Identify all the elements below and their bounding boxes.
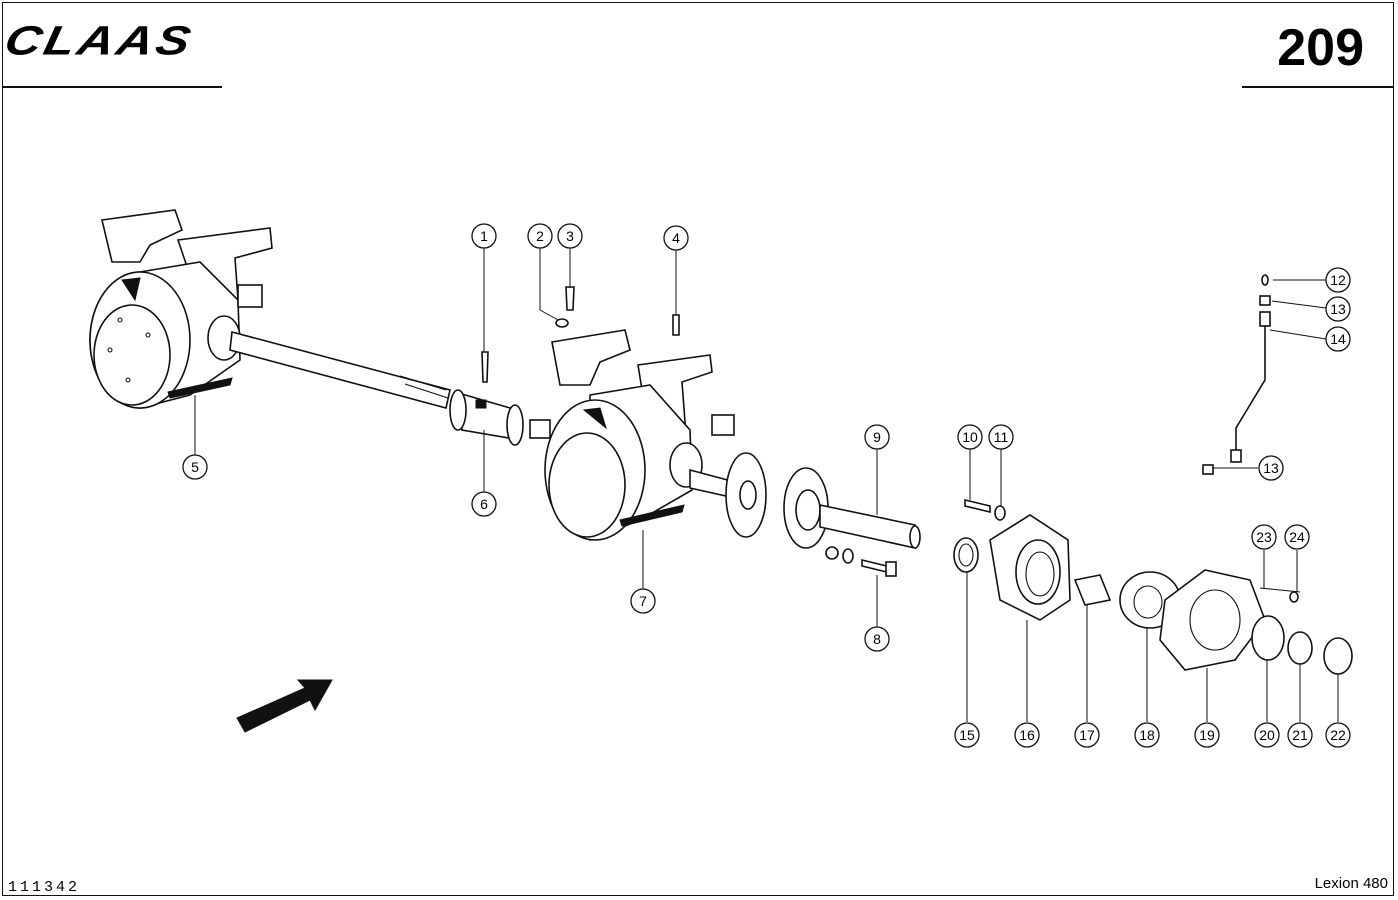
callout-15: 15 (954, 722, 980, 748)
svg-text:5: 5 (191, 459, 199, 475)
callout-17: 17 (1074, 722, 1100, 748)
svg-text:13: 13 (1263, 460, 1279, 476)
part-17-sleeve (1073, 574, 1112, 606)
svg-text:3: 3 (566, 228, 574, 244)
part-4-pin (672, 314, 680, 336)
svg-text:12: 12 (1330, 272, 1346, 288)
leader-lines (194, 248, 1339, 722)
page-number: 209 (1277, 19, 1364, 77)
part-7-gearbox (529, 329, 735, 542)
svg-text:17: 17 (1079, 727, 1095, 743)
header-rule-right (1242, 86, 1394, 88)
part-10-11-bolt-washer (964, 498, 1006, 521)
part-22-nut (1323, 637, 1353, 675)
part-9-shaft-flange (689, 452, 921, 549)
part-8-bolt (825, 546, 897, 577)
part-19-cover (1159, 569, 1266, 671)
part-14-pipe (1202, 274, 1271, 475)
svg-text:15: 15 (959, 727, 975, 743)
part-6-coupling (449, 389, 524, 446)
part-5-gearbox (89, 209, 273, 410)
callout-2: 2 (527, 223, 553, 249)
svg-text:6: 6 (480, 496, 488, 512)
svg-text:11: 11 (994, 429, 1009, 445)
svg-text:22: 22 (1330, 727, 1346, 743)
svg-text:14: 14 (1330, 331, 1346, 347)
svg-text:13: 13 (1330, 301, 1346, 317)
callout-12: 12 (1325, 267, 1351, 293)
svg-text:18: 18 (1139, 727, 1155, 743)
callout-22: 22 (1325, 722, 1351, 748)
svg-text:4: 4 (672, 230, 680, 246)
callout-13-bottom: 13 (1258, 455, 1284, 481)
callout-1: 1 (471, 223, 497, 249)
callout-16: 16 (1014, 722, 1040, 748)
callout-21: 21 (1287, 722, 1313, 748)
part-20-seal (1251, 615, 1285, 661)
callout-13-top: 13 (1325, 296, 1351, 322)
callout-11: 11 (988, 424, 1014, 450)
svg-text:9: 9 (873, 429, 881, 445)
part-24-washer (1289, 591, 1299, 603)
shaft-long (229, 330, 451, 409)
callout-3: 3 (557, 223, 583, 249)
svg-text:20: 20 (1259, 727, 1275, 743)
svg-text:21: 21 (1292, 727, 1308, 743)
direction-arrow-icon (236, 679, 333, 733)
svg-text:1: 1 (480, 228, 488, 244)
svg-text:8: 8 (873, 631, 881, 647)
callout-8: 8 (864, 626, 890, 652)
callout-7: 7 (630, 588, 656, 614)
callout-19: 19 (1194, 722, 1220, 748)
callout-18: 18 (1134, 722, 1160, 748)
part-15-seal (953, 537, 979, 573)
svg-text:24: 24 (1289, 529, 1305, 545)
part-1-bolt (481, 351, 489, 383)
part-21-ring (1287, 631, 1313, 665)
svg-text:7: 7 (639, 593, 647, 609)
header-rule-left (2, 86, 222, 88)
callout-4: 4 (663, 225, 689, 251)
part-16-housing (989, 514, 1071, 621)
part-3-bolt (565, 286, 575, 311)
callout-14: 14 (1325, 326, 1351, 352)
svg-text:2: 2 (536, 228, 544, 244)
part-2-washer (555, 318, 569, 328)
callout-5: 5 (182, 454, 208, 480)
svg-text:19: 19 (1199, 727, 1215, 743)
callout-24: 24 (1284, 524, 1310, 550)
callout-23: 23 (1251, 524, 1277, 550)
model-name: Lexion 480 (1314, 875, 1388, 892)
svg-text:10: 10 (962, 429, 978, 445)
parts-drawing (89, 209, 1353, 733)
svg-text:16: 16 (1019, 727, 1035, 743)
callout-10: 10 (957, 424, 983, 450)
reference-number: 111342 (8, 879, 81, 896)
callout-6: 6 (471, 491, 497, 517)
svg-text:23: 23 (1256, 529, 1272, 545)
callout-9: 9 (864, 424, 890, 450)
callout-20: 20 (1254, 722, 1280, 748)
